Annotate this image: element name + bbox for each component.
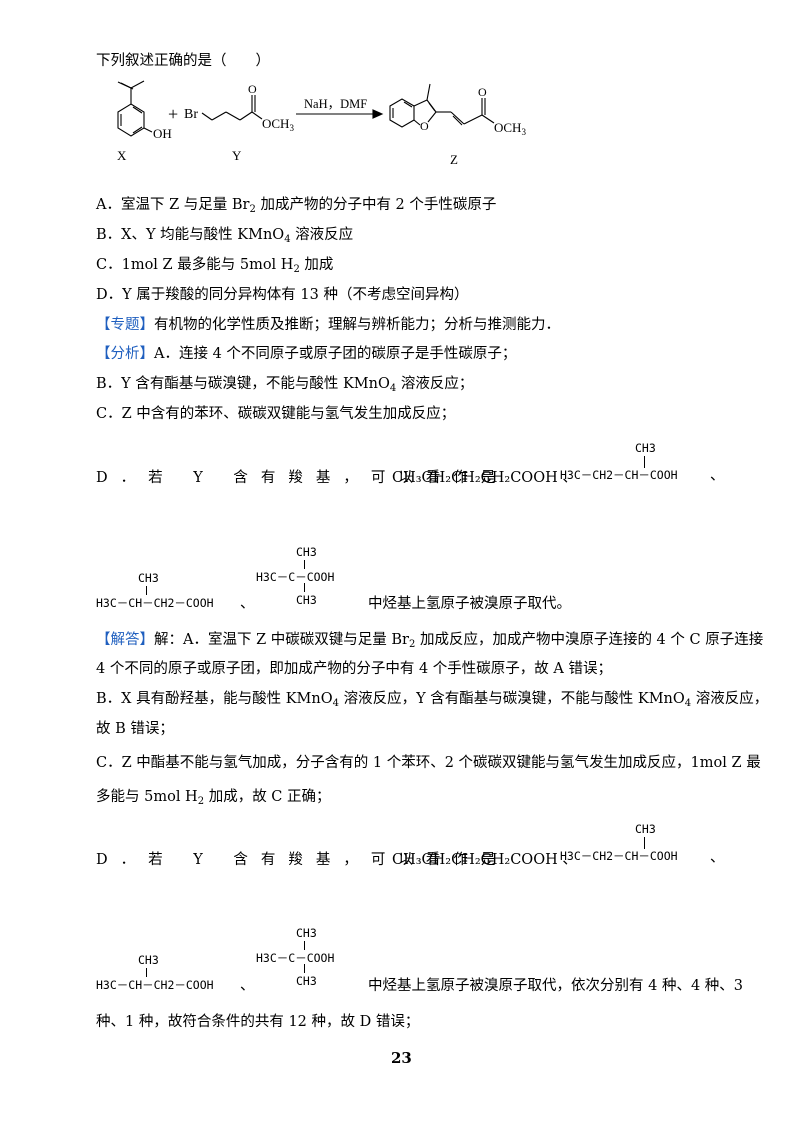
plus-sign: + <box>168 104 178 124</box>
label-z: Z <box>450 152 458 167</box>
structure-3-methylbutanoic: CH3 H3C－CH－CH2－COOH <box>96 571 214 610</box>
z-ring-o: O <box>420 119 429 133</box>
answer-a-line2: 4 个不同的原子或原子团，即加成产物的分子中有 4 个手性碳原子，故 A 错误； <box>96 661 612 677</box>
molecule-z <box>389 83 495 128</box>
answer-d-tail1: 中烃基上氢原子被溴原子取代，依次分别有 4 种、4 种、3 <box>368 978 744 994</box>
structure-2-methylbutanoic: CH3 H3C－CH2－CH－COOH <box>560 441 678 482</box>
structure-3-methylbutanoic: CH3 H3C－CH－CH2－COOH <box>96 953 214 992</box>
page-number: 23 <box>391 1049 412 1067</box>
label-y: Y <box>232 148 242 163</box>
analysis-tag: 【分析】 <box>96 346 154 362</box>
analysis-b: B．Y 含有酯基与碳溴键，不能与酸性 KMnO4 溶液反应； <box>96 376 474 394</box>
molecule-x <box>117 80 153 137</box>
topic-line: 【专题】有机物的化学性质及推断；理解与辨析能力；分析与推测能力． <box>96 317 560 333</box>
separator: 、 <box>710 850 725 866</box>
option-a: A．室温下 Z 与足量 Br2 加成产物的分子中有 2 个手性碳原子 <box>96 197 497 215</box>
reaction-arrow <box>296 109 384 119</box>
y-carbonyl-o: O <box>248 82 257 96</box>
answer-tag: 【解答】 <box>96 632 154 648</box>
structure-dimethylpropanoic: CH3 H3C－C－COOH CH3 <box>256 926 335 988</box>
y-br: Br <box>184 107 198 122</box>
label-x: X <box>117 148 127 163</box>
structure-2-methylbutanoic: CH3 H3C－CH2－CH－COOH <box>560 822 678 863</box>
z-och3: OCH3 <box>494 120 526 137</box>
option-c: C．1mol Z 最多能与 5mol H2 加成 <box>96 257 334 275</box>
answer-a-line1: 【解答】解：A．室温下 Z 中碳碳双键与足量 Br2 加成反应，加成产物中溴原子… <box>96 632 764 650</box>
reaction-scheme: OH X + Br O OCH3 Y NaH，DMF <box>117 80 526 167</box>
answer-b-line1: B．X 具有酚羟基，能与酸性 KMnO4 溶液反应，Y 含有酯基与碳溴键，不能与… <box>96 691 769 709</box>
answer-b-line2: 故 B 错误； <box>96 721 174 737</box>
answer-d-prefix: D．若 Y 含有羧基，可以看作是 <box>96 852 509 868</box>
separator: 、 <box>710 468 725 484</box>
option-d: D．Y 属于羧酸的同分异构体有 13 种（不考虑空间异构） <box>96 287 469 303</box>
molecule-y <box>201 95 263 121</box>
answer-d-tail2: 种、1 种，故符合条件的共有 12 种，故 D 错误； <box>96 1014 420 1030</box>
answer-c-line1: C．Z 中酯基不能与氢气加成，分子含有的 1 个苯环、2 个碳碳双键能与氢气发生… <box>96 755 761 771</box>
question-text: 下列叙述正确的是（ ） <box>96 53 270 69</box>
topic-tag: 【专题】 <box>96 317 154 333</box>
answer-c-line2: 多能与 5mol H2 加成，故 C 正确； <box>96 789 331 807</box>
reagent-label: NaH，DMF <box>304 97 367 111</box>
analysis-c: C．Z 中含有的苯环、碳碳双键能与氢气发生加成反应； <box>96 406 456 422</box>
analysis-d-prefix: D．若 Y 含有羧基，可以看作是 <box>96 470 509 486</box>
y-och3: OCH3 <box>262 116 294 133</box>
structure-dimethylpropanoic: CH3 H3C－C－COOH CH3 <box>256 545 335 607</box>
analysis-d-tail: 中烃基上氢原子被溴原子取代。 <box>368 596 571 612</box>
separator: 、 <box>240 978 255 994</box>
option-b: B．X、Y 均能与酸性 KMnO4 溶液反应 <box>96 227 354 245</box>
separator: 、 <box>240 596 255 612</box>
answer-d-formula: CH₃CH₂CH₂CH₂COOH 、 <box>392 852 577 868</box>
z-carbonyl-o: O <box>478 85 487 99</box>
analysis-a: 【分析】A．连接 4 个不同原子或原子团的碳原子是手性碳原子； <box>96 346 517 362</box>
x-oh: OH <box>153 126 172 141</box>
analysis-d-formula: CH₃CH₂CH₂CH₂COOH 、 <box>392 470 577 486</box>
